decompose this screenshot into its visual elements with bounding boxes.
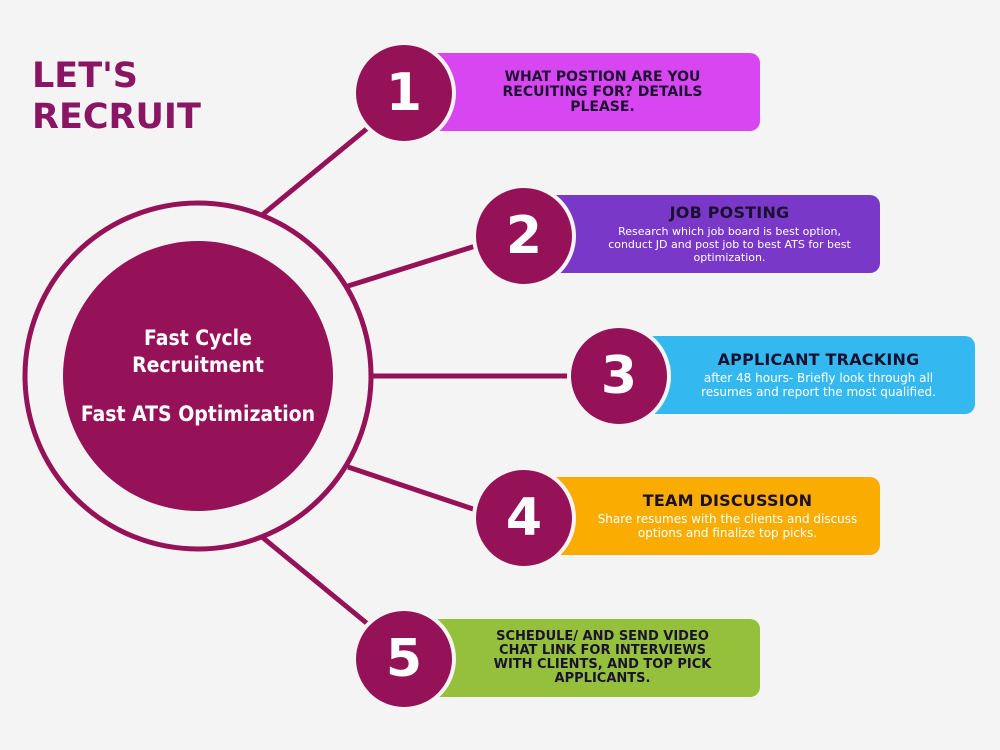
step-5-number: 5 xyxy=(352,607,456,711)
hub-line-3: Fast ATS Optimization xyxy=(80,401,316,426)
step-3-box: APPLICANT TRACKING after 48 hours- Brief… xyxy=(630,336,975,414)
hub-line-1: Fast Cycle xyxy=(144,325,252,350)
step-3-desc: after 48 hours- Briefly look through all… xyxy=(701,370,936,399)
step-4-desc: Share resumes with the clients and discu… xyxy=(597,511,858,540)
step-1-box: WHAT POSTION ARE YOU RECUITING FOR? DETA… xyxy=(420,53,760,131)
connector-2 xyxy=(347,240,486,289)
step-4-number: 4 xyxy=(472,466,576,570)
step-2-desc: Research which job board is best option,… xyxy=(608,224,851,264)
step-3-title: APPLICANT TRACKING xyxy=(717,349,920,369)
connector-4 xyxy=(347,464,486,516)
step-1-text: WHAT POSTION ARE YOU RECUITING FOR? DETA… xyxy=(502,68,703,115)
step-3-number: 3 xyxy=(567,324,671,428)
step-5-box: SCHEDULE/ AND SEND VIDEO CHAT LINK FOR I… xyxy=(420,619,760,697)
hub-circle: Fast Cycle Recruitment Fast ATS Optimiza… xyxy=(63,241,333,511)
step-2-title: JOB POSTING xyxy=(669,202,790,222)
step-4-box: TEAM DISCUSSION Share resumes with the c… xyxy=(540,477,880,555)
hub-line-2: Recruitment xyxy=(132,352,264,377)
step-4-title: TEAM DISCUSSION xyxy=(642,490,813,510)
step-2-number: 2 xyxy=(472,184,576,288)
connector-5 xyxy=(260,535,377,632)
page-title: LET'S RECRUIT xyxy=(32,56,201,137)
step-2-box: JOB POSTING Research which job board is … xyxy=(540,195,880,273)
step-5-text: SCHEDULE/ AND SEND VIDEO CHAT LINK FOR I… xyxy=(493,629,712,686)
step-1-number: 1 xyxy=(352,41,456,145)
connector-1 xyxy=(260,120,377,217)
